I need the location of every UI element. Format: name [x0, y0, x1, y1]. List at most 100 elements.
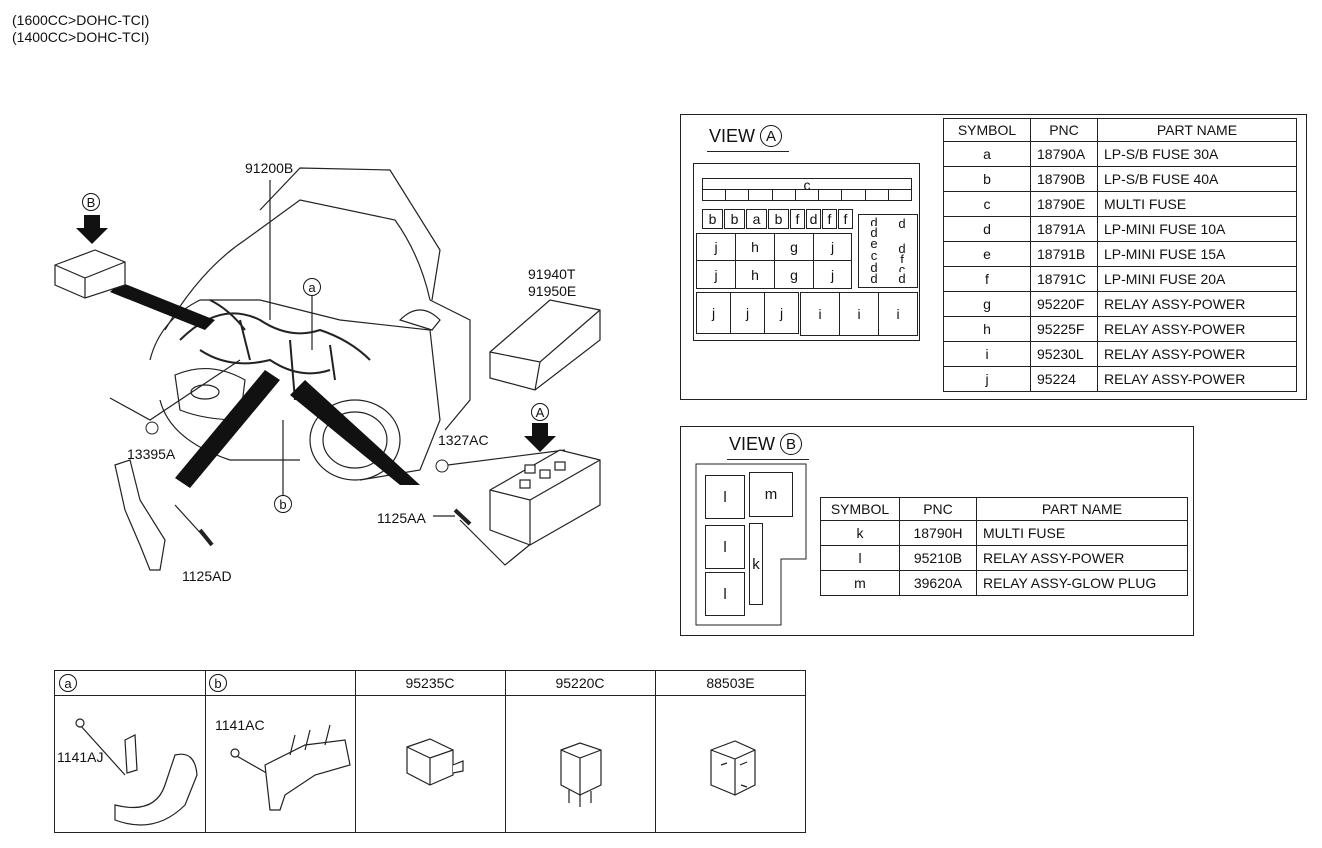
- col-pnc: PNC: [1030, 118, 1098, 142]
- fuse-slot-c: c: [702, 177, 912, 193]
- cell-symbol: g: [943, 291, 1031, 317]
- callout-a: a: [303, 278, 321, 296]
- car-bumper-outline: [159, 399, 300, 461]
- engine-spec: (1600CC>DOHC-TCI) (1400CC>DOHC-TCI): [12, 12, 149, 46]
- car-side-outline: [429, 299, 471, 431]
- label-1327ac: 1327AC: [438, 432, 489, 448]
- cell-part-name: LP-MINI FUSE 20A: [1097, 266, 1297, 292]
- table-header-row: SYMBOL PNC PART NAME: [820, 497, 1188, 521]
- arrow-b: [76, 215, 108, 244]
- detail-parts-strip: a 1141AJ b 1141AC 95235C: [54, 670, 806, 833]
- relay-h2: h: [735, 260, 775, 289]
- fuse-slot-a: a: [746, 209, 767, 229]
- callout-a-arrow: A: [531, 403, 549, 421]
- view-b-title-text: VIEW: [729, 433, 776, 454]
- relay-j4: j: [813, 260, 852, 289]
- view-a-underline: [707, 151, 789, 152]
- car-wiring-illustration: [54, 167, 601, 571]
- relay-l3: l: [705, 572, 745, 616]
- mini-fuse-d2: d: [862, 225, 886, 240]
- cell-pnc: 18790E: [1030, 191, 1098, 217]
- mini-fuse-d7: d: [890, 271, 914, 286]
- detail-head-circle-b: b: [209, 674, 227, 692]
- mini-fuse-d6: d: [890, 241, 914, 256]
- label-1141aj: 1141AJ: [57, 749, 104, 765]
- mini-fuse-d4: d: [862, 271, 886, 286]
- car-mirror: [398, 309, 441, 331]
- detail-head-88503e: 88503E: [655, 671, 806, 696]
- bolt-1125ad: [198, 528, 214, 547]
- car-roof-outline: [259, 167, 441, 301]
- mini-fuse-f: f: [890, 252, 914, 267]
- cell-symbol: d: [943, 216, 1031, 242]
- cell-part-name: MULTI FUSE: [976, 520, 1188, 546]
- cell-part-name: RELAY ASSY-GLOW PLUG: [976, 570, 1188, 596]
- relay-l1: l: [705, 475, 745, 519]
- cell-symbol: l: [820, 545, 900, 571]
- cell-pnc: 18791B: [1030, 241, 1098, 267]
- relay-j1: j: [696, 233, 736, 261]
- relay-88503e-drawing: [710, 740, 756, 796]
- col-part-name: PART NAME: [976, 497, 1188, 521]
- cell-symbol: j: [943, 366, 1031, 392]
- wiring-harness: [179, 299, 371, 401]
- cell-pnc: 39620A: [899, 570, 977, 596]
- detail-cell-95220c: 95220C: [505, 671, 656, 832]
- car-hood-outline: [164, 199, 431, 331]
- fuse-slot-b2: b: [724, 209, 745, 229]
- view-a-title: VIEW A: [709, 125, 783, 147]
- cell-part-name: LP-MINI FUSE 15A: [1097, 241, 1297, 267]
- detail-head-b: b: [205, 671, 355, 696]
- detail-cell-95235c: 95235C: [355, 671, 506, 832]
- detail-head-a: a: [55, 671, 205, 696]
- cell-pnc: 18790H: [899, 520, 977, 546]
- view-a-title-text: VIEW: [709, 125, 756, 146]
- fuse-slot-f3: f: [838, 209, 853, 229]
- fuse-slot-d1: d: [806, 209, 821, 229]
- bracket-drawing: [114, 459, 166, 571]
- relay-95220c-drawing: [560, 742, 602, 807]
- cell-part-name: RELAY ASSY-POWER: [1097, 291, 1297, 317]
- col-part-name: PART NAME: [1097, 118, 1297, 142]
- cell-symbol: f: [943, 266, 1031, 292]
- cell-pnc: 95225F: [1030, 316, 1098, 342]
- relay-m: m: [749, 472, 793, 517]
- relay-j3: j: [696, 260, 736, 289]
- relay-j6: j: [730, 292, 765, 334]
- cell-pnc: 18790B: [1030, 166, 1098, 192]
- mini-fuse-d1: d: [862, 215, 886, 230]
- mini-fuse-c: c: [862, 248, 886, 263]
- label-1141ac: 1141AC: [215, 717, 265, 733]
- mini-fuse-d3: d: [862, 260, 886, 275]
- nut-1327ac: [435, 459, 449, 473]
- label-13395a: 13395A: [127, 446, 176, 462]
- cell-part-name: RELAY ASSY-POWER: [976, 545, 1188, 571]
- detail-cell-a: a 1141AJ: [55, 671, 206, 832]
- label-91950e: 91950E: [528, 283, 577, 299]
- col-symbol: SYMBOL: [943, 118, 1031, 142]
- relay-g1: g: [774, 233, 814, 261]
- fuse-k: k: [749, 523, 763, 605]
- cell-part-name: LP-S/B FUSE 40A: [1097, 166, 1297, 192]
- view-a-title-circle: A: [760, 125, 783, 147]
- cell-symbol: m: [820, 570, 900, 596]
- fuse-box-cover-drawing: [489, 299, 601, 391]
- fuse-strip-c: [702, 189, 912, 201]
- cell-pnc: 18791A: [1030, 216, 1098, 242]
- cell-pnc: 95230L: [1030, 341, 1098, 367]
- detail-head-95220c: 95220C: [505, 671, 655, 696]
- cell-part-name: RELAY ASSY-POWER: [1097, 366, 1297, 392]
- label-1125ad: 1125AD: [182, 568, 232, 584]
- view-a-panel: VIEW A c b b a b f d f f j h g j j h g j: [680, 114, 1307, 400]
